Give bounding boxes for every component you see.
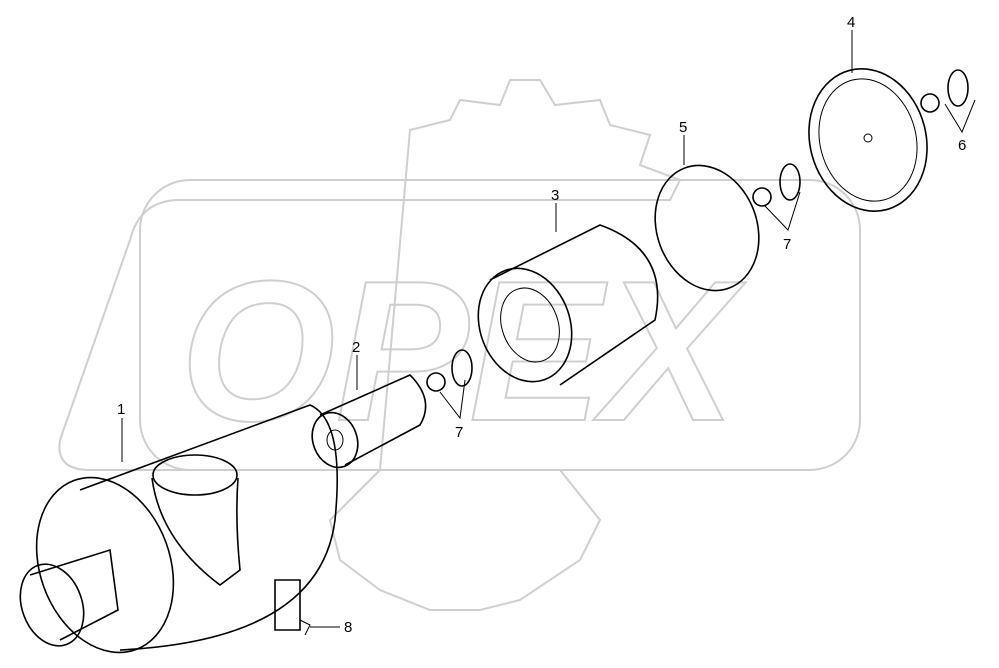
opex-watermark: OPEX xyxy=(58,79,861,611)
callout-1: 1 xyxy=(117,401,125,418)
svg-text:OPEX: OPEX xyxy=(180,240,746,463)
callout-labels: 1 2 3 4 5 6 7 7 8 xyxy=(117,14,966,636)
part-2-inner-filter xyxy=(311,374,427,469)
callout-7-lower: 7 xyxy=(455,424,463,441)
callout-8: 8 xyxy=(344,619,352,636)
callout-6: 6 xyxy=(958,137,966,154)
callout-3: 3 xyxy=(551,187,559,204)
callout-lines xyxy=(121,30,976,628)
part-5-o-ring xyxy=(654,164,760,292)
callout-2: 2 xyxy=(352,339,360,356)
part-1-housing xyxy=(19,404,338,654)
part-4-cover xyxy=(808,68,928,212)
wing-nuts xyxy=(426,69,969,392)
callout-7-upper: 7 xyxy=(783,236,791,253)
callout-4: 4 xyxy=(847,14,855,31)
part-3-outer-filter xyxy=(477,224,659,386)
callout-5: 5 xyxy=(679,119,687,136)
